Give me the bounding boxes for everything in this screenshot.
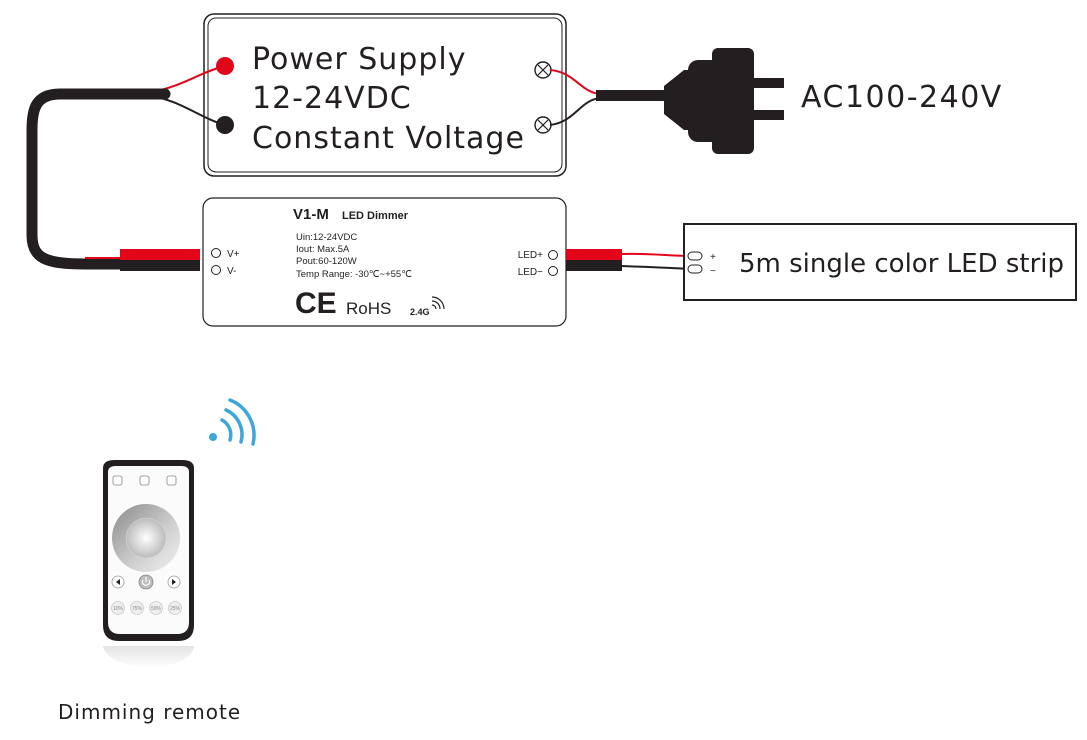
ac-plug-icon [664, 48, 784, 154]
psu-dc-wires [26, 65, 226, 271]
ac-wires [549, 69, 666, 126]
remote-button-10: 10% [111, 601, 125, 615]
power-icon [138, 574, 154, 590]
remote-reflection [103, 646, 194, 668]
psu-voltage: 12-24VDC [252, 81, 412, 116]
strip-plus-label: + [710, 252, 716, 263]
dimmer-spec-current: Iout: Max.5A [296, 244, 350, 255]
dimming-remote: 10% 75% 50% 25% [103, 460, 194, 668]
arrow-right-icon [167, 575, 181, 589]
remote-label: Dimming remote [58, 700, 241, 724]
led-output-wires [566, 249, 693, 271]
arrow-left-icon [111, 575, 125, 589]
led-strip-label: 5m single color LED strip [739, 249, 1064, 279]
led-dimmer: V1-M LED Dimmer Uin:12-24VDC Iout: Max.5… [202, 197, 567, 327]
svg-text:25%: 25% [170, 606, 181, 612]
dimmer-spec-input: Uin:12-24VDC [296, 232, 357, 243]
strip-minus-label: − [710, 266, 716, 277]
svg-text:75%: 75% [132, 606, 143, 612]
svg-text:50%: 50% [151, 606, 162, 612]
remote-button-25: 25% [168, 601, 182, 615]
remote-button-50: 50% [149, 601, 163, 615]
dimmer-spec-power: Pout:60-120W [296, 256, 357, 267]
led-strip: + − 5m single color LED strip [683, 223, 1077, 301]
dimmer-terminal-ledplus: LED+ [518, 250, 543, 261]
dimmer-model: V1-M [293, 206, 329, 223]
dimmer-terminal-vminus: V- [227, 266, 236, 277]
dimmer-type: LED Dimmer [342, 210, 409, 222]
small-signal-icon [431, 296, 445, 310]
ac-voltage-label: AC100-240V [801, 80, 1003, 115]
svg-text:10%: 10% [113, 606, 124, 612]
ce-mark: CE [295, 287, 337, 320]
psu-mode: Constant Voltage [252, 121, 525, 156]
wireless-2-4g-mark: 2.4G [410, 307, 430, 317]
power-supply: Power Supply 12-24VDC Constant Voltage [203, 13, 567, 177]
dimmer-spec-temp: Temp Range: -30℃~+55℃ [296, 269, 412, 280]
psu-ac-terminal-bottom [534, 116, 552, 134]
psu-title: Power Supply [252, 42, 466, 77]
dimmer-terminal-vplus: V+ [227, 249, 240, 260]
psu-ac-terminal-top [534, 61, 552, 79]
remote-button-75: 75% [130, 601, 144, 615]
dimmer-terminal-ledminus: LED− [518, 267, 543, 278]
rohs-mark: RoHS [346, 299, 391, 318]
wireless-signal-icon [209, 398, 256, 446]
